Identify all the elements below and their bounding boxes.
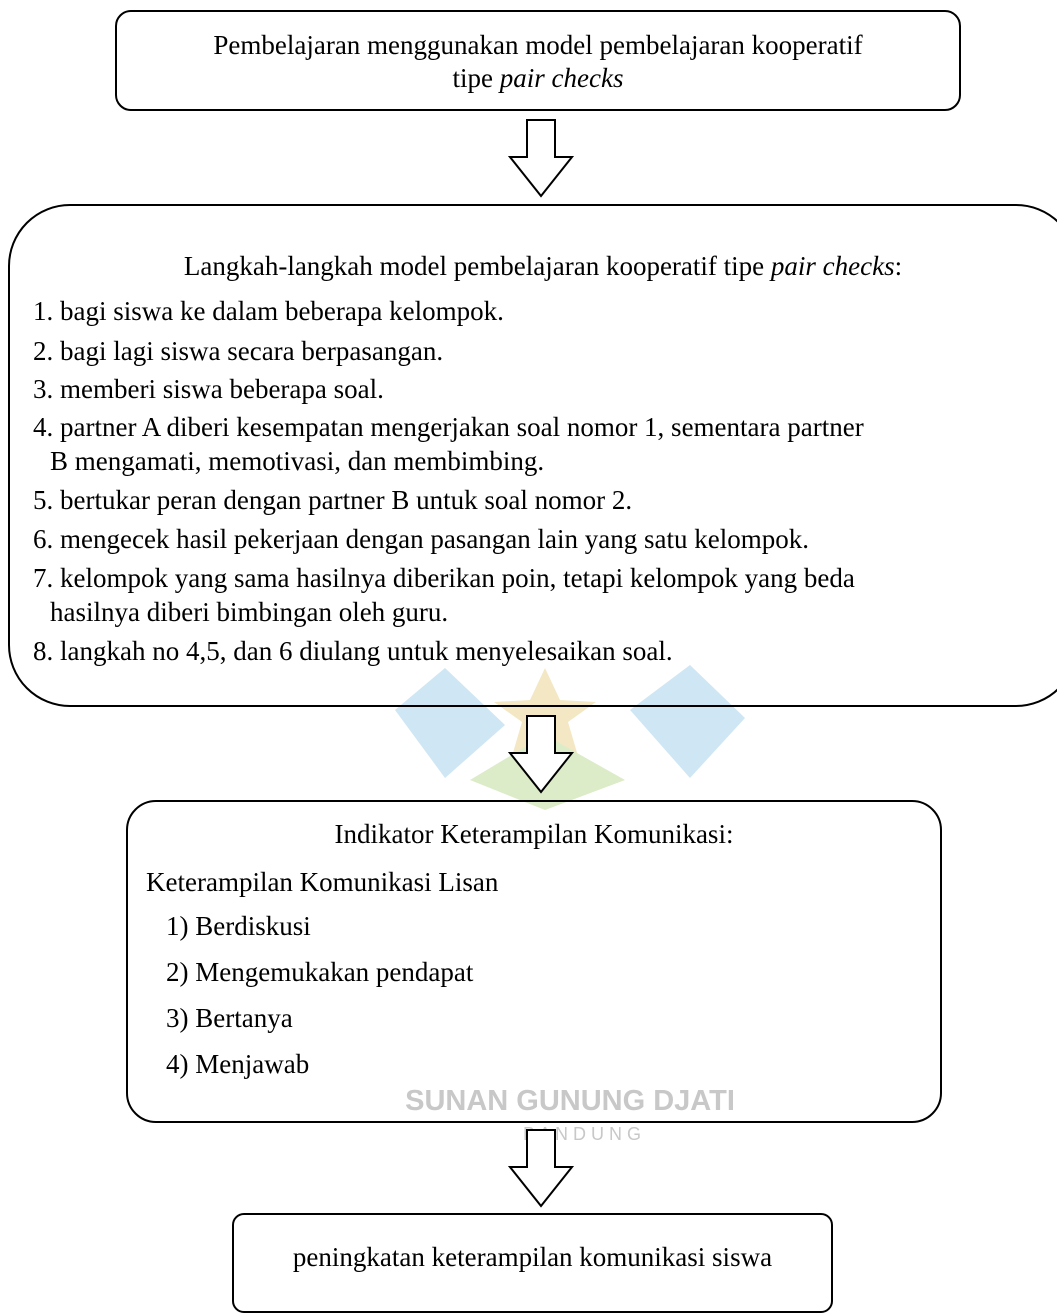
box2-title: Langkah-langkah model pembelajaran koope… — [8, 250, 1057, 282]
indicator-2: 2) Mengemukakan pendapat — [166, 957, 474, 987]
indicator-4: 4) Menjawab — [166, 1049, 310, 1079]
box1-line1: Pembelajaran menggunakan model pembelaja… — [213, 30, 863, 60]
step-8: 8. langkah no 4,5, dan 6 diulang untuk m… — [33, 636, 673, 666]
box2-title-suffix: : — [894, 251, 903, 281]
step-7: 7. kelompok yang sama hasilnya diberikan… — [33, 563, 855, 593]
down-arrow-1 — [507, 119, 575, 198]
box4-text: peningkatan keterampilan komunikasi sisw… — [292, 1242, 773, 1272]
step-6: 6. mengecek hasil pekerjaan dengan pasan… — [33, 524, 809, 554]
down-arrow-3 — [507, 1129, 575, 1208]
box1-line2-italic: pair checks — [499, 63, 624, 93]
step-3: 3. memberi siswa beberapa soal. — [33, 374, 384, 404]
down-arrow-2 — [507, 715, 575, 794]
indicator-3: 3) Bertanya — [166, 1003, 293, 1033]
box-pembelajaran — [115, 10, 961, 111]
box-indikator — [126, 800, 942, 1123]
step-7-continued: hasilnya diberi bimbingan oleh guru. — [50, 597, 449, 627]
box3-title: Indikator Keterampilan Komunikasi: — [334, 819, 734, 849]
step-1: 1. bagi siswa ke dalam beberapa kelompok… — [33, 296, 504, 326]
step-2: 2. bagi lagi siswa secara berpasangan. — [33, 336, 444, 366]
box1-line2-prefix: tipe — [452, 63, 500, 93]
box2-title-italic: pair checks — [770, 251, 895, 281]
box2-title-prefix: Langkah-langkah model pembelajaran koope… — [183, 251, 771, 281]
indicator-1: 1) Berdiskusi — [166, 911, 311, 941]
step-5: 5. bertukar peran dengan partner B untuk… — [33, 485, 633, 515]
step-4: 4. partner A diberi kesempatan mengerjak… — [33, 412, 864, 442]
step-4-continued: B mengamati, memotivasi, dan membimbing. — [50, 446, 545, 476]
box3-subtitle: Keterampilan Komunikasi Lisan — [146, 867, 499, 897]
box1-line2: tipe pair checks — [115, 62, 961, 94]
box-langkah-langkah — [8, 204, 1057, 707]
